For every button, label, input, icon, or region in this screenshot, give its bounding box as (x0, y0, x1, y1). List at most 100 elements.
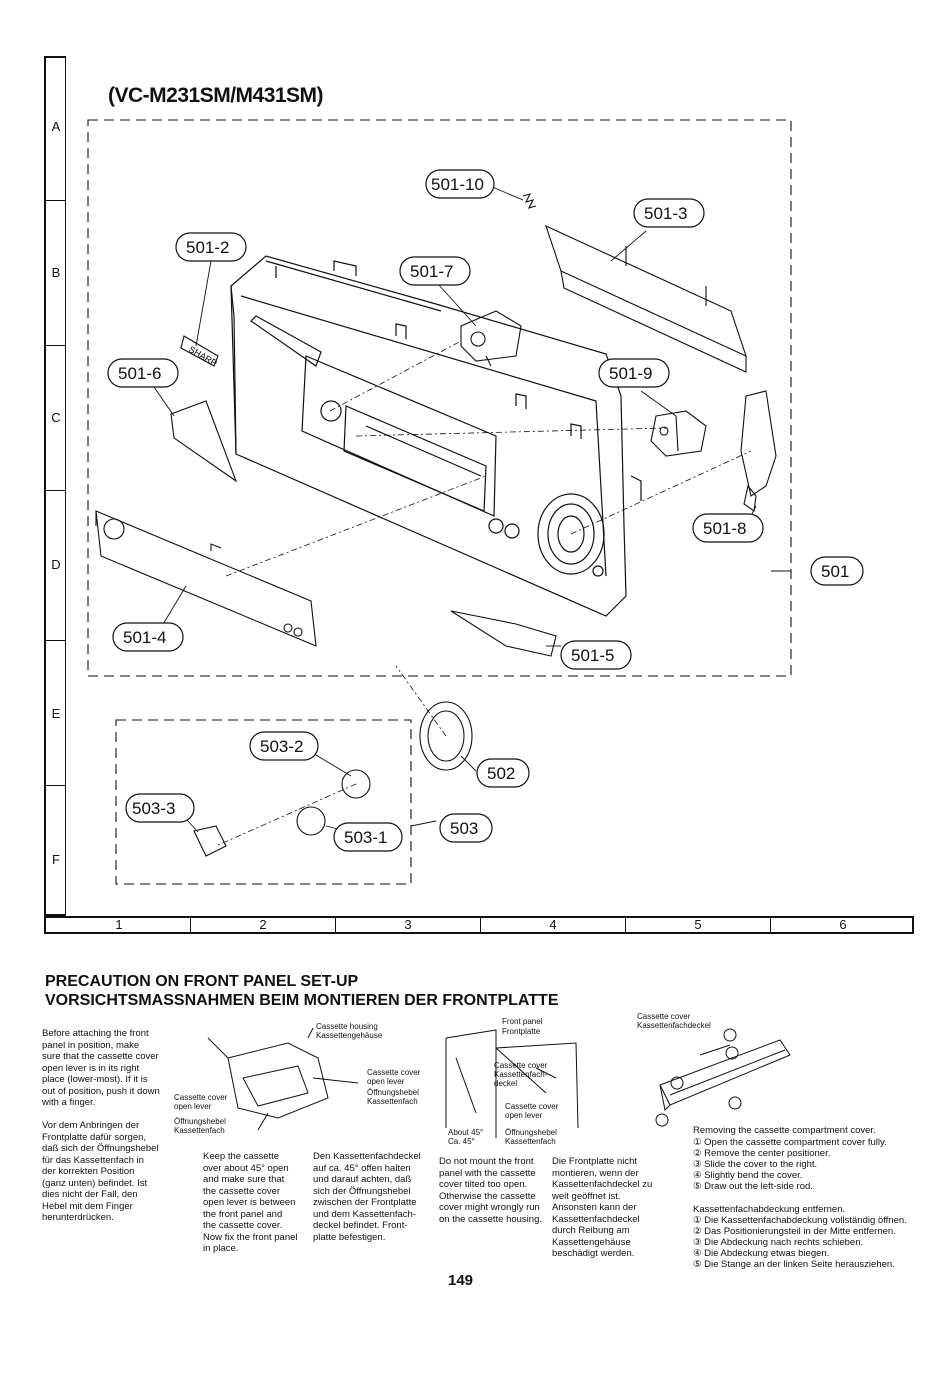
fig2-cover-de: Kassettenfach-deckel (494, 1070, 548, 1088)
callout-bubble (425, 169, 495, 199)
fig1-lever-en: Cassette cover open lever (367, 1068, 421, 1086)
exploded-view-diagram: SHARP (87, 119, 864, 885)
front-panel-part (230, 255, 642, 617)
fig2-angle-de: Ca. 45° (448, 1137, 475, 1146)
row-divider (44, 640, 66, 641)
row-letter-a: A (51, 119, 61, 134)
precaution-col3-de: Den Kassettenfachdeckel auf ca. 45° offe… (313, 1151, 421, 1243)
fig2-cover-en: Cassette cover (494, 1061, 548, 1070)
row-letter-d: D (51, 557, 61, 572)
fig3-cover-en: Cassette cover (637, 1012, 691, 1021)
part-501-2-badge (180, 335, 219, 367)
col-number-3: 3 (404, 917, 412, 932)
figure-cover-removal (655, 1028, 791, 1127)
figure-cover-angle (445, 1029, 579, 1138)
fig2-angle-en: About 45° (448, 1128, 484, 1137)
precaution-col4-en: Do not mount the front panel with the ca… (439, 1156, 542, 1225)
grid-frame-bottom (44, 916, 914, 934)
callout-501-7: 501-7 (410, 262, 454, 281)
page-number: 149 (448, 1272, 474, 1289)
row-letter-c: C (51, 410, 61, 425)
callout-bubble (692, 513, 764, 543)
removal-step-de-2: ② Das Positionierungsteil in der Mitte e… (693, 1226, 896, 1237)
part-501-8-lever (740, 390, 777, 512)
callout-bubble (810, 556, 864, 586)
row-letter-b: B (51, 265, 61, 280)
callout-501-10: 501-10 (431, 175, 484, 194)
precaution-heading-de: VORSICHTSMASSNAHMEN BEIM MONTIEREN DER F… (45, 992, 559, 1009)
removal-step-en-3: ③ Slide the cover to the right. (693, 1159, 818, 1170)
precaution-col5-de: Die Frontplatte nicht montieren, wenn de… (552, 1156, 653, 1259)
fig2-lever-de: Öffnungshebel Kassettenfach (505, 1128, 557, 1146)
row-divider (44, 490, 66, 491)
row-divider (44, 200, 66, 201)
callout-bubble (560, 640, 632, 670)
precaution-col1-de: Vor dem Anbringen der Frontplatte dafür … (42, 1120, 159, 1223)
removal-step-en-2: ② Remove the center positioner. (693, 1148, 831, 1159)
part-501-7-switch (460, 310, 522, 367)
callout-bubble (249, 731, 319, 761)
fig1-lever2-en: Cassette cover open lever (174, 1093, 228, 1111)
part-503-knob-assembly (193, 769, 371, 857)
fig2-panel-de: Frontplatte (502, 1027, 541, 1036)
callout-502: 502 (487, 764, 516, 783)
removal-step-de-3: ③ Die Abdeckung nach rechts schieben. (693, 1237, 864, 1248)
callout-501-3: 501-3 (644, 204, 688, 223)
alignment-lines (215, 340, 752, 847)
front-panel-group-outline (87, 119, 792, 677)
fig1-housing-de: Kassettengehäuse (316, 1031, 383, 1040)
callout-bubble (399, 256, 471, 286)
part-502-ring (419, 701, 473, 771)
col-number-6: 6 (839, 917, 847, 932)
col-number-5: 5 (694, 917, 702, 932)
col-divider (480, 916, 481, 934)
callout-bubble (112, 622, 184, 652)
figure-lever-position (207, 1027, 359, 1131)
callout-501-6: 501-6 (118, 364, 162, 383)
fig1-lever2-de: Öffnungshebel Kassettenfach (174, 1117, 226, 1135)
removal-step-en-5: ⑤ Draw out the left-side rod. (693, 1181, 813, 1192)
callout-503-1: 503-1 (344, 828, 388, 847)
row-divider (44, 345, 66, 346)
fig2-panel-en: Front panel (502, 1017, 543, 1026)
removal-step-de-1: ① Die Kassettenfachabdeckung vollständig… (693, 1215, 907, 1226)
row-letter-e: E (51, 706, 61, 721)
callout-bubble (333, 822, 403, 852)
diagram-title: (VC-M231SM/M431SM) (108, 84, 324, 107)
callout-501-8: 501-8 (703, 519, 747, 538)
callout-501-9: 501-9 (609, 364, 653, 383)
fig2-lever-en: Cassette cover open lever (505, 1102, 559, 1120)
precaution-col1-en: Before attaching the front panel in posi… (42, 1028, 160, 1108)
callout-501-2: 501-2 (186, 238, 230, 257)
part-501-9-bracket (650, 410, 707, 457)
callout-501: 501 (821, 562, 850, 581)
callout-bubble (439, 813, 493, 843)
callout-bubble (598, 358, 670, 388)
callout-bubble (633, 198, 705, 228)
row-letter-f: F (52, 852, 60, 867)
col-number-1: 1 (115, 917, 123, 932)
callout-bubble (107, 358, 179, 388)
col-divider (625, 916, 626, 934)
row-divider (44, 785, 66, 786)
knob-group-outline (115, 719, 412, 885)
removal-step-de-5: ⑤ Die Stange an der linken Seite herausz… (693, 1259, 895, 1270)
removal-step-en-4: ④ Slightly bend the cover. (693, 1170, 803, 1181)
callout-503-2: 503-2 (260, 737, 304, 756)
leader-lines (153, 185, 791, 837)
removal-step-en-1: ① Open the cassette compartment cover fu… (693, 1137, 887, 1148)
callout-503: 503 (450, 819, 479, 838)
col-number-2: 2 (259, 917, 267, 932)
fig1-lever-de: Öffnungshebel Kassettenfach (367, 1088, 419, 1106)
grid-frame-left (44, 56, 66, 916)
callout-bubble (476, 758, 530, 788)
removal-heading-de: Kassettenfachabdeckung entfernen. (693, 1204, 846, 1215)
col-divider (335, 916, 336, 934)
part-501-6-wedge (170, 400, 238, 483)
fig1-housing-en: Cassette housing (316, 1022, 378, 1031)
callout-bubble (125, 793, 195, 823)
precaution-col2-en: Keep the cassette over about 45° open an… (203, 1151, 298, 1254)
fig3-cover-de: Kassettenfachdeckel (637, 1021, 711, 1030)
part-501-3-strip (545, 224, 747, 373)
callout-501-4: 501-4 (123, 628, 167, 647)
